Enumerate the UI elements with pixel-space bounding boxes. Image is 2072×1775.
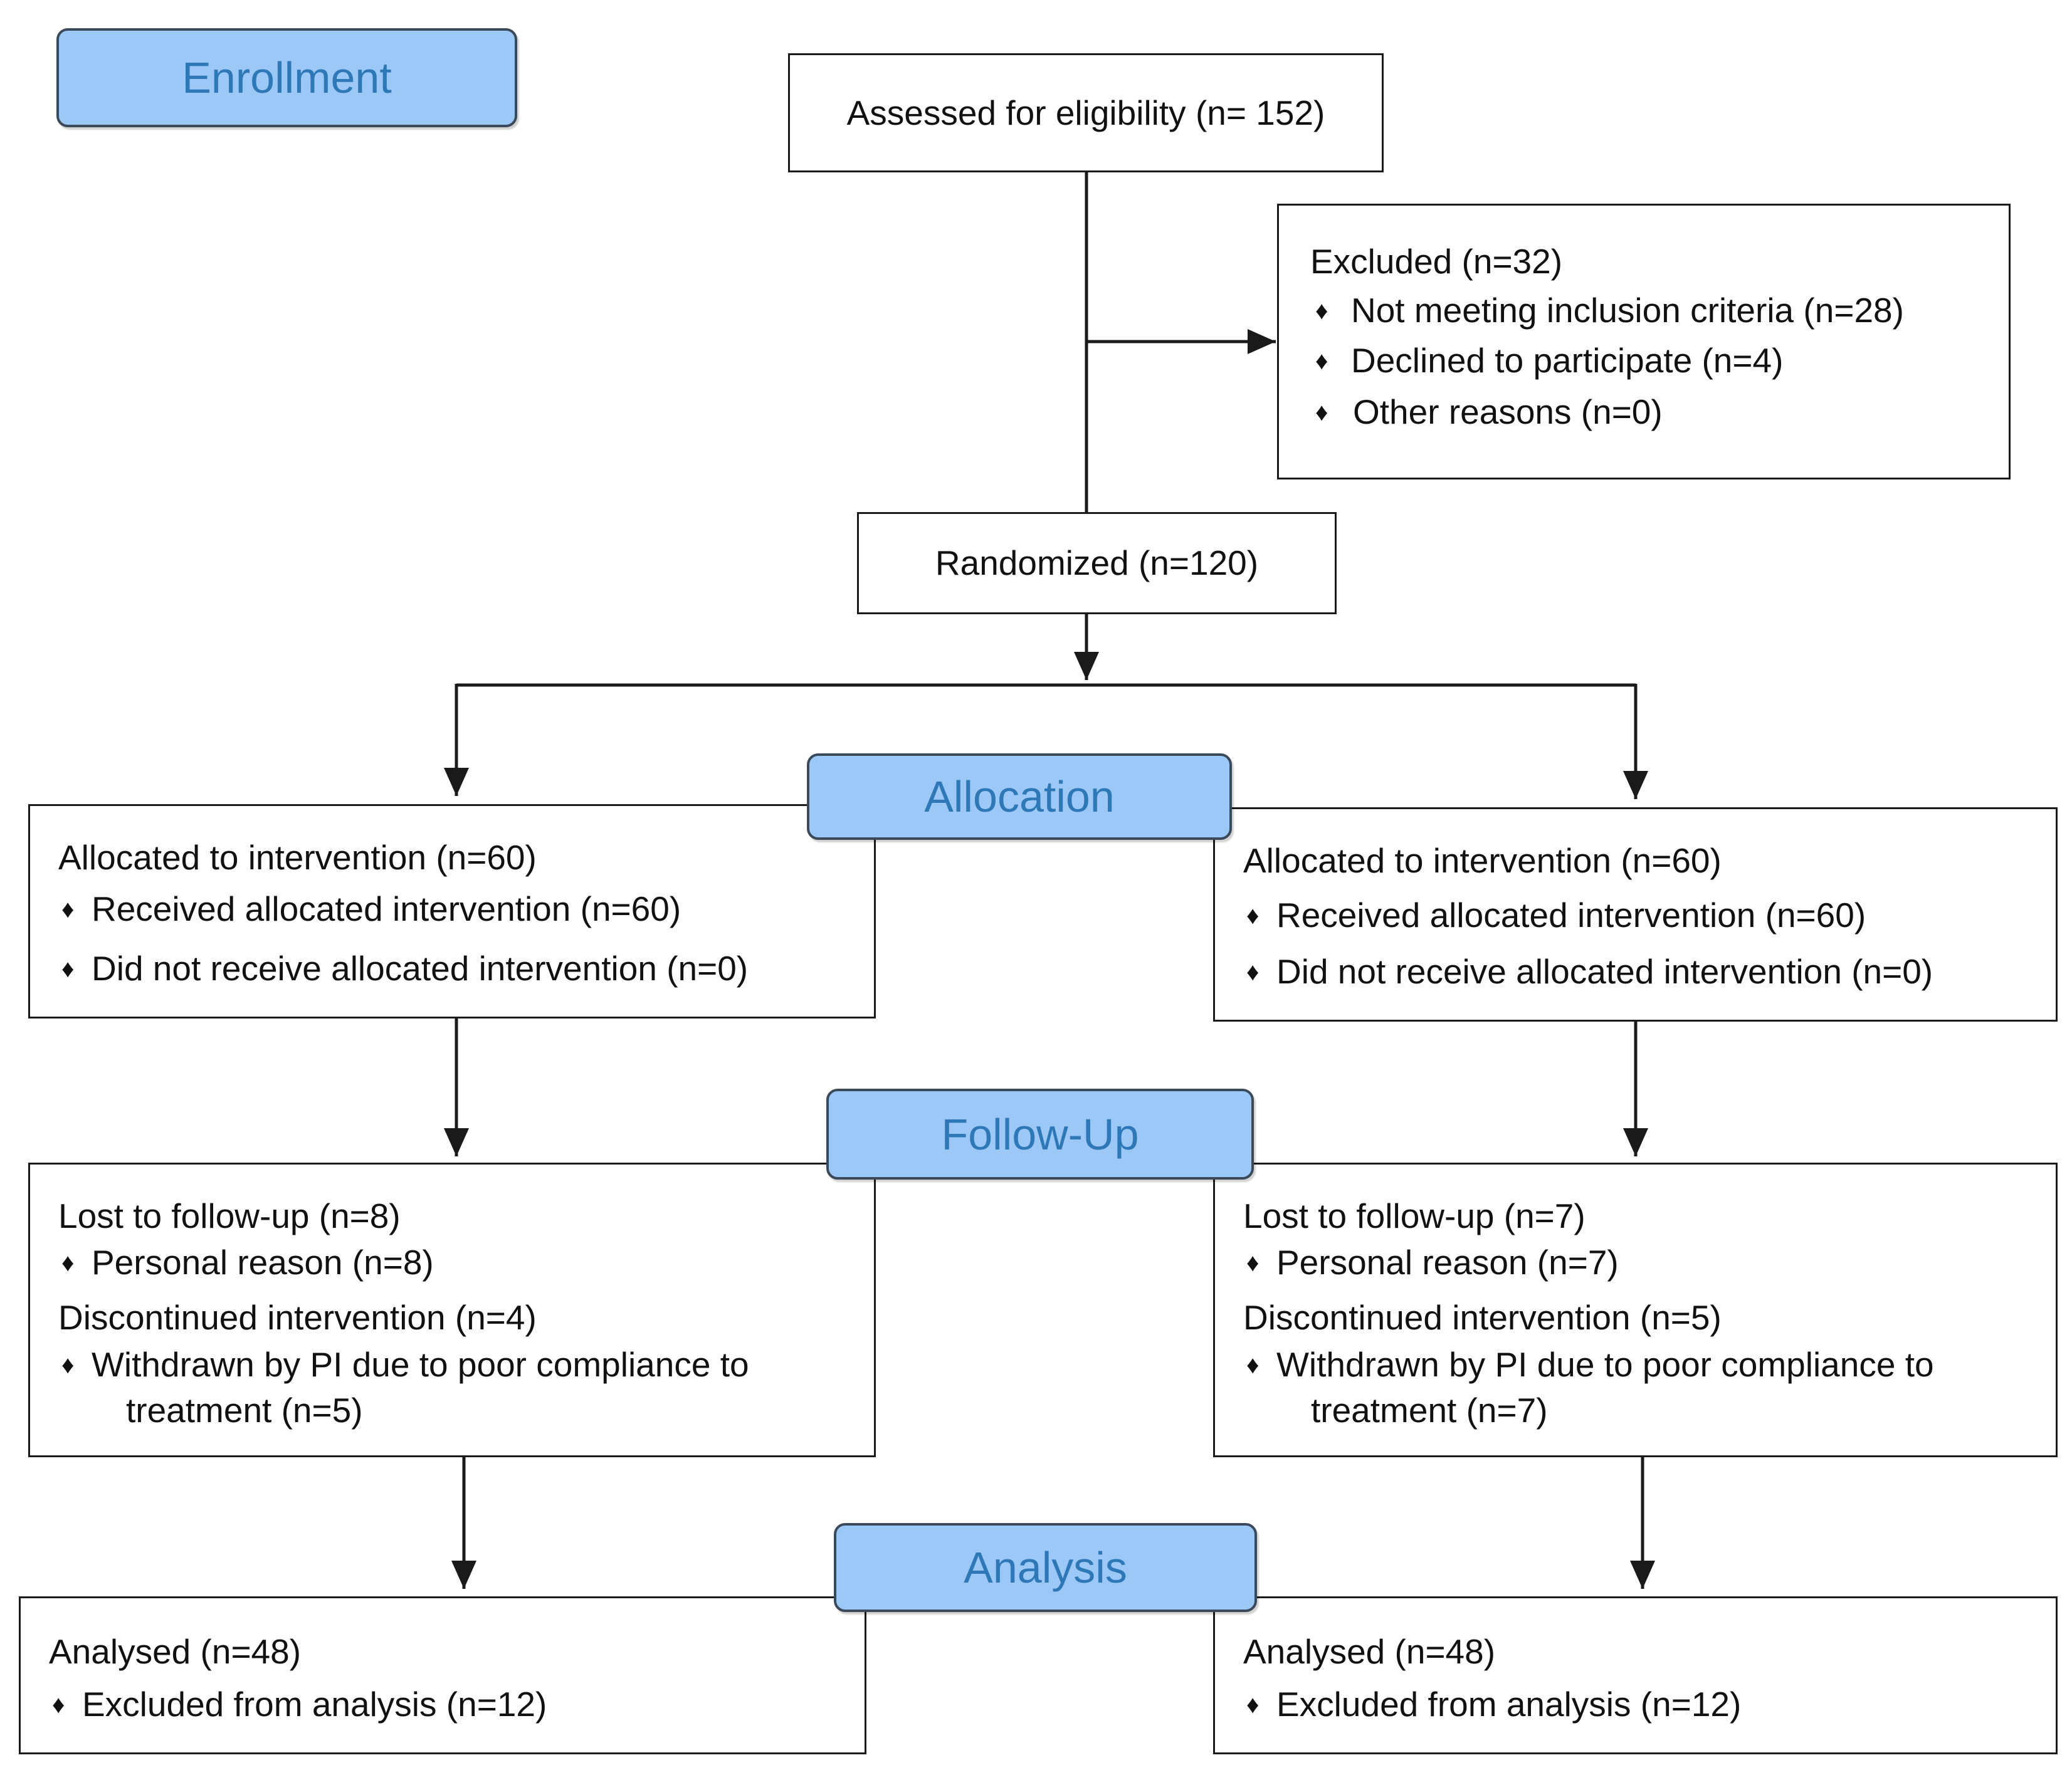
bullet-icon: ♦ xyxy=(1246,902,1260,929)
left-excluded-analysis-text: Excluded from analysis (n=12) xyxy=(82,1685,547,1724)
phase-analysis-label: Analysis xyxy=(964,1543,1127,1592)
right-excluded-analysis-text: Excluded from analysis (n=12) xyxy=(1276,1685,1742,1724)
excluded-item: Declined to participate (n=4) xyxy=(1351,341,1784,380)
right-withdrawn-text: Withdrawn by PI due to poor compliance t… xyxy=(1276,1345,1934,1384)
bullet-icon: ♦ xyxy=(1246,1351,1260,1379)
right-follow-up-box: Lost to follow-up (n=7) ♦ Personal reaso… xyxy=(1213,1163,2058,1457)
randomized-box: Randomized (n=120) xyxy=(857,512,1337,614)
right-allocated-text: Allocated to intervention (n=60) xyxy=(1243,841,1722,880)
bullet-icon: ♦ xyxy=(1315,297,1328,325)
left-withdrawn-text: Withdrawn by PI due to poor compliance t… xyxy=(92,1345,749,1384)
bullet-icon: ♦ xyxy=(1246,1691,1260,1719)
phase-follow-up-label: Follow-Up xyxy=(941,1109,1139,1159)
phase-analysis: Analysis xyxy=(834,1523,1257,1612)
phase-follow-up: Follow-Up xyxy=(826,1089,1254,1180)
left-follow-up-box: Lost to follow-up (n=8) ♦ Personal reaso… xyxy=(28,1163,876,1457)
phase-enrollment: Enrollment xyxy=(56,28,517,127)
randomized-text: Randomized (n=120) xyxy=(935,543,1259,582)
bullet-icon: ♦ xyxy=(61,955,75,983)
excluded-title: Excluded (n=32) xyxy=(1310,242,1563,281)
bullet-icon: ♦ xyxy=(61,896,75,923)
phase-allocation-label: Allocation xyxy=(924,772,1115,821)
right-allocation-box: Allocated to intervention (n=60) ♦ Recei… xyxy=(1213,807,2058,1022)
bullet-icon: ♦ xyxy=(61,1249,75,1277)
left-allocation-box: Allocated to intervention (n=60) ♦ Recei… xyxy=(28,804,876,1018)
excluded-item: Not meeting inclusion criteria (n=28) xyxy=(1351,291,1904,330)
bullet-icon: ♦ xyxy=(1246,1249,1260,1277)
left-not-received-text: Did not receive allocated intervention (… xyxy=(92,949,749,988)
right-analysis-box: Analysed (n=48) ♦ Excluded from analysis… xyxy=(1213,1596,2058,1754)
right-lost-text: Lost to follow-up (n=7) xyxy=(1243,1196,1586,1235)
bullet-icon: ♦ xyxy=(1315,347,1328,375)
left-analysed-text: Analysed (n=48) xyxy=(49,1632,302,1671)
left-analysis-box: Analysed (n=48) ♦ Excluded from analysis… xyxy=(19,1596,866,1754)
excluded-box: Excluded (n=32) ♦ Not meeting inclusion … xyxy=(1277,204,2011,479)
right-personal-text: Personal reason (n=7) xyxy=(1276,1243,1619,1282)
right-analysed-text: Analysed (n=48) xyxy=(1243,1632,1496,1671)
assessed-box: Assessed for eligibility (n= 152) xyxy=(788,53,1384,172)
right-received-text: Received allocated intervention (n=60) xyxy=(1276,896,1866,935)
right-withdrawn-text-cont: treatment (n=7) xyxy=(1311,1391,1548,1430)
assessed-text: Assessed for eligibility (n= 152) xyxy=(846,93,1325,132)
left-allocated-text: Allocated to intervention (n=60) xyxy=(58,838,537,877)
excluded-item: Other reasons (n=0) xyxy=(1353,392,1663,431)
left-personal-text: Personal reason (n=8) xyxy=(92,1243,434,1282)
bullet-icon: ♦ xyxy=(1246,958,1260,986)
right-discontinued-text: Discontinued intervention (n=5) xyxy=(1243,1298,1722,1337)
left-discontinued-text: Discontinued intervention (n=4) xyxy=(58,1298,537,1337)
left-lost-text: Lost to follow-up (n=8) xyxy=(58,1196,401,1235)
left-withdrawn-text-cont: treatment (n=5) xyxy=(126,1391,363,1430)
phase-enrollment-label: Enrollment xyxy=(182,53,392,102)
phase-allocation: Allocation xyxy=(807,753,1232,840)
left-received-text: Received allocated intervention (n=60) xyxy=(92,889,681,928)
bullet-icon: ♦ xyxy=(52,1691,65,1719)
bullet-icon: ♦ xyxy=(1315,399,1328,426)
bullet-icon: ♦ xyxy=(61,1351,75,1379)
right-not-received-text: Did not receive allocated intervention (… xyxy=(1276,952,1933,991)
